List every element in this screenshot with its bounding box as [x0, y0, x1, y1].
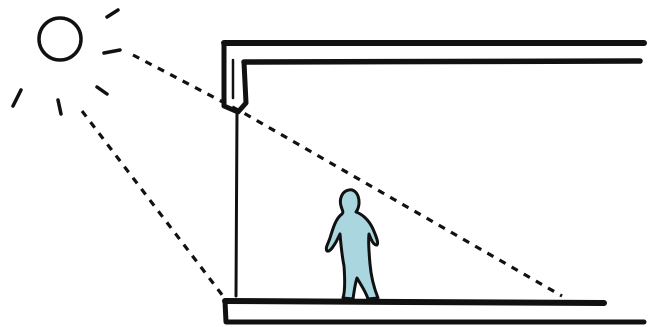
floor-slab-top: [222, 298, 607, 306]
sun-ray-lower-left: [11, 88, 23, 108]
roof-slab-ceiling: [241, 58, 643, 65]
person-figure: [324, 188, 380, 301]
daylight-ray-upper: [132, 53, 563, 298]
sun-ray-bottom: [56, 98, 63, 116]
roof-overhang: [221, 40, 249, 115]
building-section: [221, 40, 647, 325]
sun-icon: [11, 8, 122, 116]
person-icon: [324, 188, 380, 301]
facade-glazing-line: [234, 108, 239, 298]
sun-ray-top-right: [105, 8, 120, 19]
daylight-ray-lower: [80, 110, 228, 301]
sun-disc: [37, 16, 83, 62]
sun-ray-lower-right: [95, 85, 109, 96]
sun-ray-right: [102, 48, 122, 55]
floor-slab-edge: [222, 298, 647, 325]
